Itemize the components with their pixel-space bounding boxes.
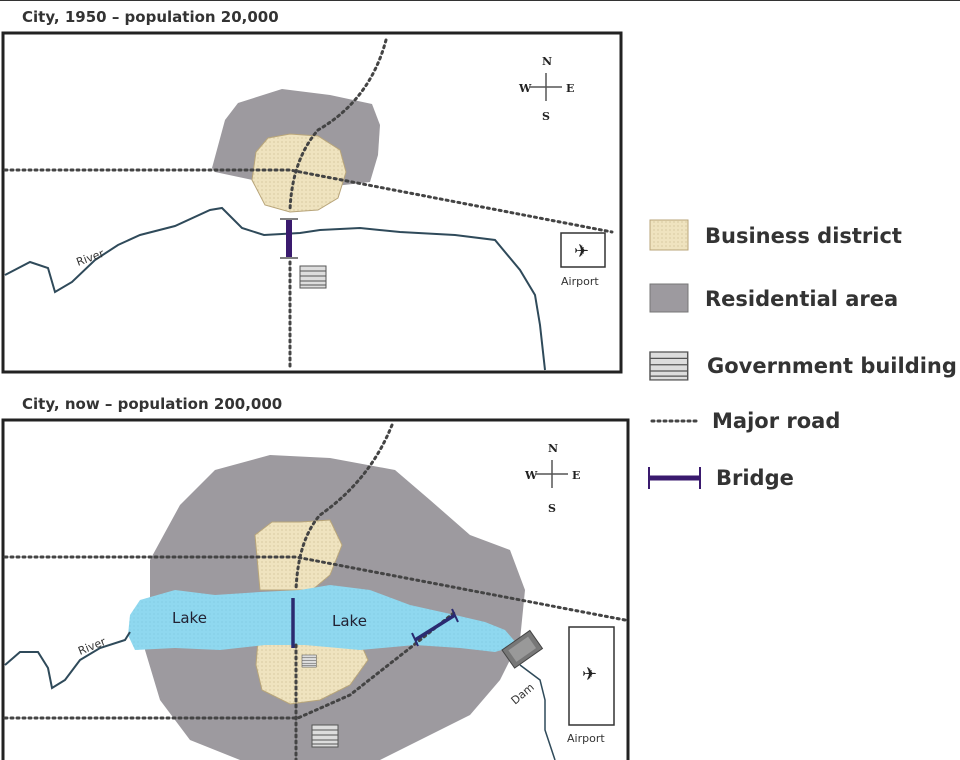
airplane-icon: ✈ bbox=[582, 664, 597, 684]
major-road bbox=[3, 555, 627, 622]
svg-text:S: S bbox=[542, 110, 550, 123]
airport-box bbox=[568, 626, 615, 726]
legend-label: Bridge bbox=[716, 466, 794, 490]
svg-text:W: W bbox=[518, 82, 532, 95]
business-district bbox=[254, 519, 343, 591]
legend: Business district Residential area Gover… bbox=[648, 219, 957, 490]
airport-box bbox=[560, 232, 606, 268]
map-now: City, now – population 200,000 Lake Lake… bbox=[1, 395, 630, 760]
legend-label: Business district bbox=[705, 224, 902, 248]
bridge bbox=[411, 608, 459, 647]
svg-text:E: E bbox=[566, 82, 574, 95]
major-road bbox=[3, 168, 614, 234]
government-building bbox=[299, 265, 327, 289]
airport-label: Airport bbox=[561, 275, 599, 288]
bridge-icon bbox=[648, 467, 701, 489]
svg-text:S: S bbox=[548, 502, 556, 515]
residential-swatch bbox=[649, 283, 689, 313]
business-district-swatch bbox=[649, 219, 689, 251]
map-title: City, now – population 200,000 bbox=[22, 395, 282, 413]
svg-text:W: W bbox=[524, 469, 538, 482]
airplane-icon: ✈ bbox=[574, 241, 589, 261]
major-road bbox=[294, 423, 394, 592]
svg-text:E: E bbox=[572, 469, 580, 482]
svg-text:N: N bbox=[542, 55, 552, 68]
government-building bbox=[301, 654, 317, 668]
legend-label: Residential area bbox=[705, 287, 898, 311]
bridge bbox=[280, 218, 298, 259]
government-building-icon bbox=[649, 351, 689, 381]
map-1950: City, 1950 – population 20,000 River ✈ A… bbox=[1, 8, 623, 374]
legend-label: Government building bbox=[707, 354, 957, 378]
lake-label: Lake bbox=[172, 609, 207, 627]
government-building bbox=[311, 724, 339, 748]
river bbox=[4, 631, 131, 690]
compass-icon: N S W E bbox=[518, 55, 574, 123]
map-title: City, 1950 – population 20,000 bbox=[22, 8, 279, 26]
river bbox=[4, 206, 546, 371]
svg-text:N: N bbox=[548, 442, 558, 455]
legend-label: Major road bbox=[712, 409, 840, 433]
airport-label: Airport bbox=[567, 732, 605, 745]
river bbox=[519, 664, 556, 760]
dam-icon bbox=[501, 629, 544, 669]
lake-label: Lake bbox=[332, 612, 367, 630]
compass-icon: N S W E bbox=[524, 442, 580, 515]
major-road bbox=[3, 610, 457, 720]
major-road bbox=[288, 38, 388, 212]
